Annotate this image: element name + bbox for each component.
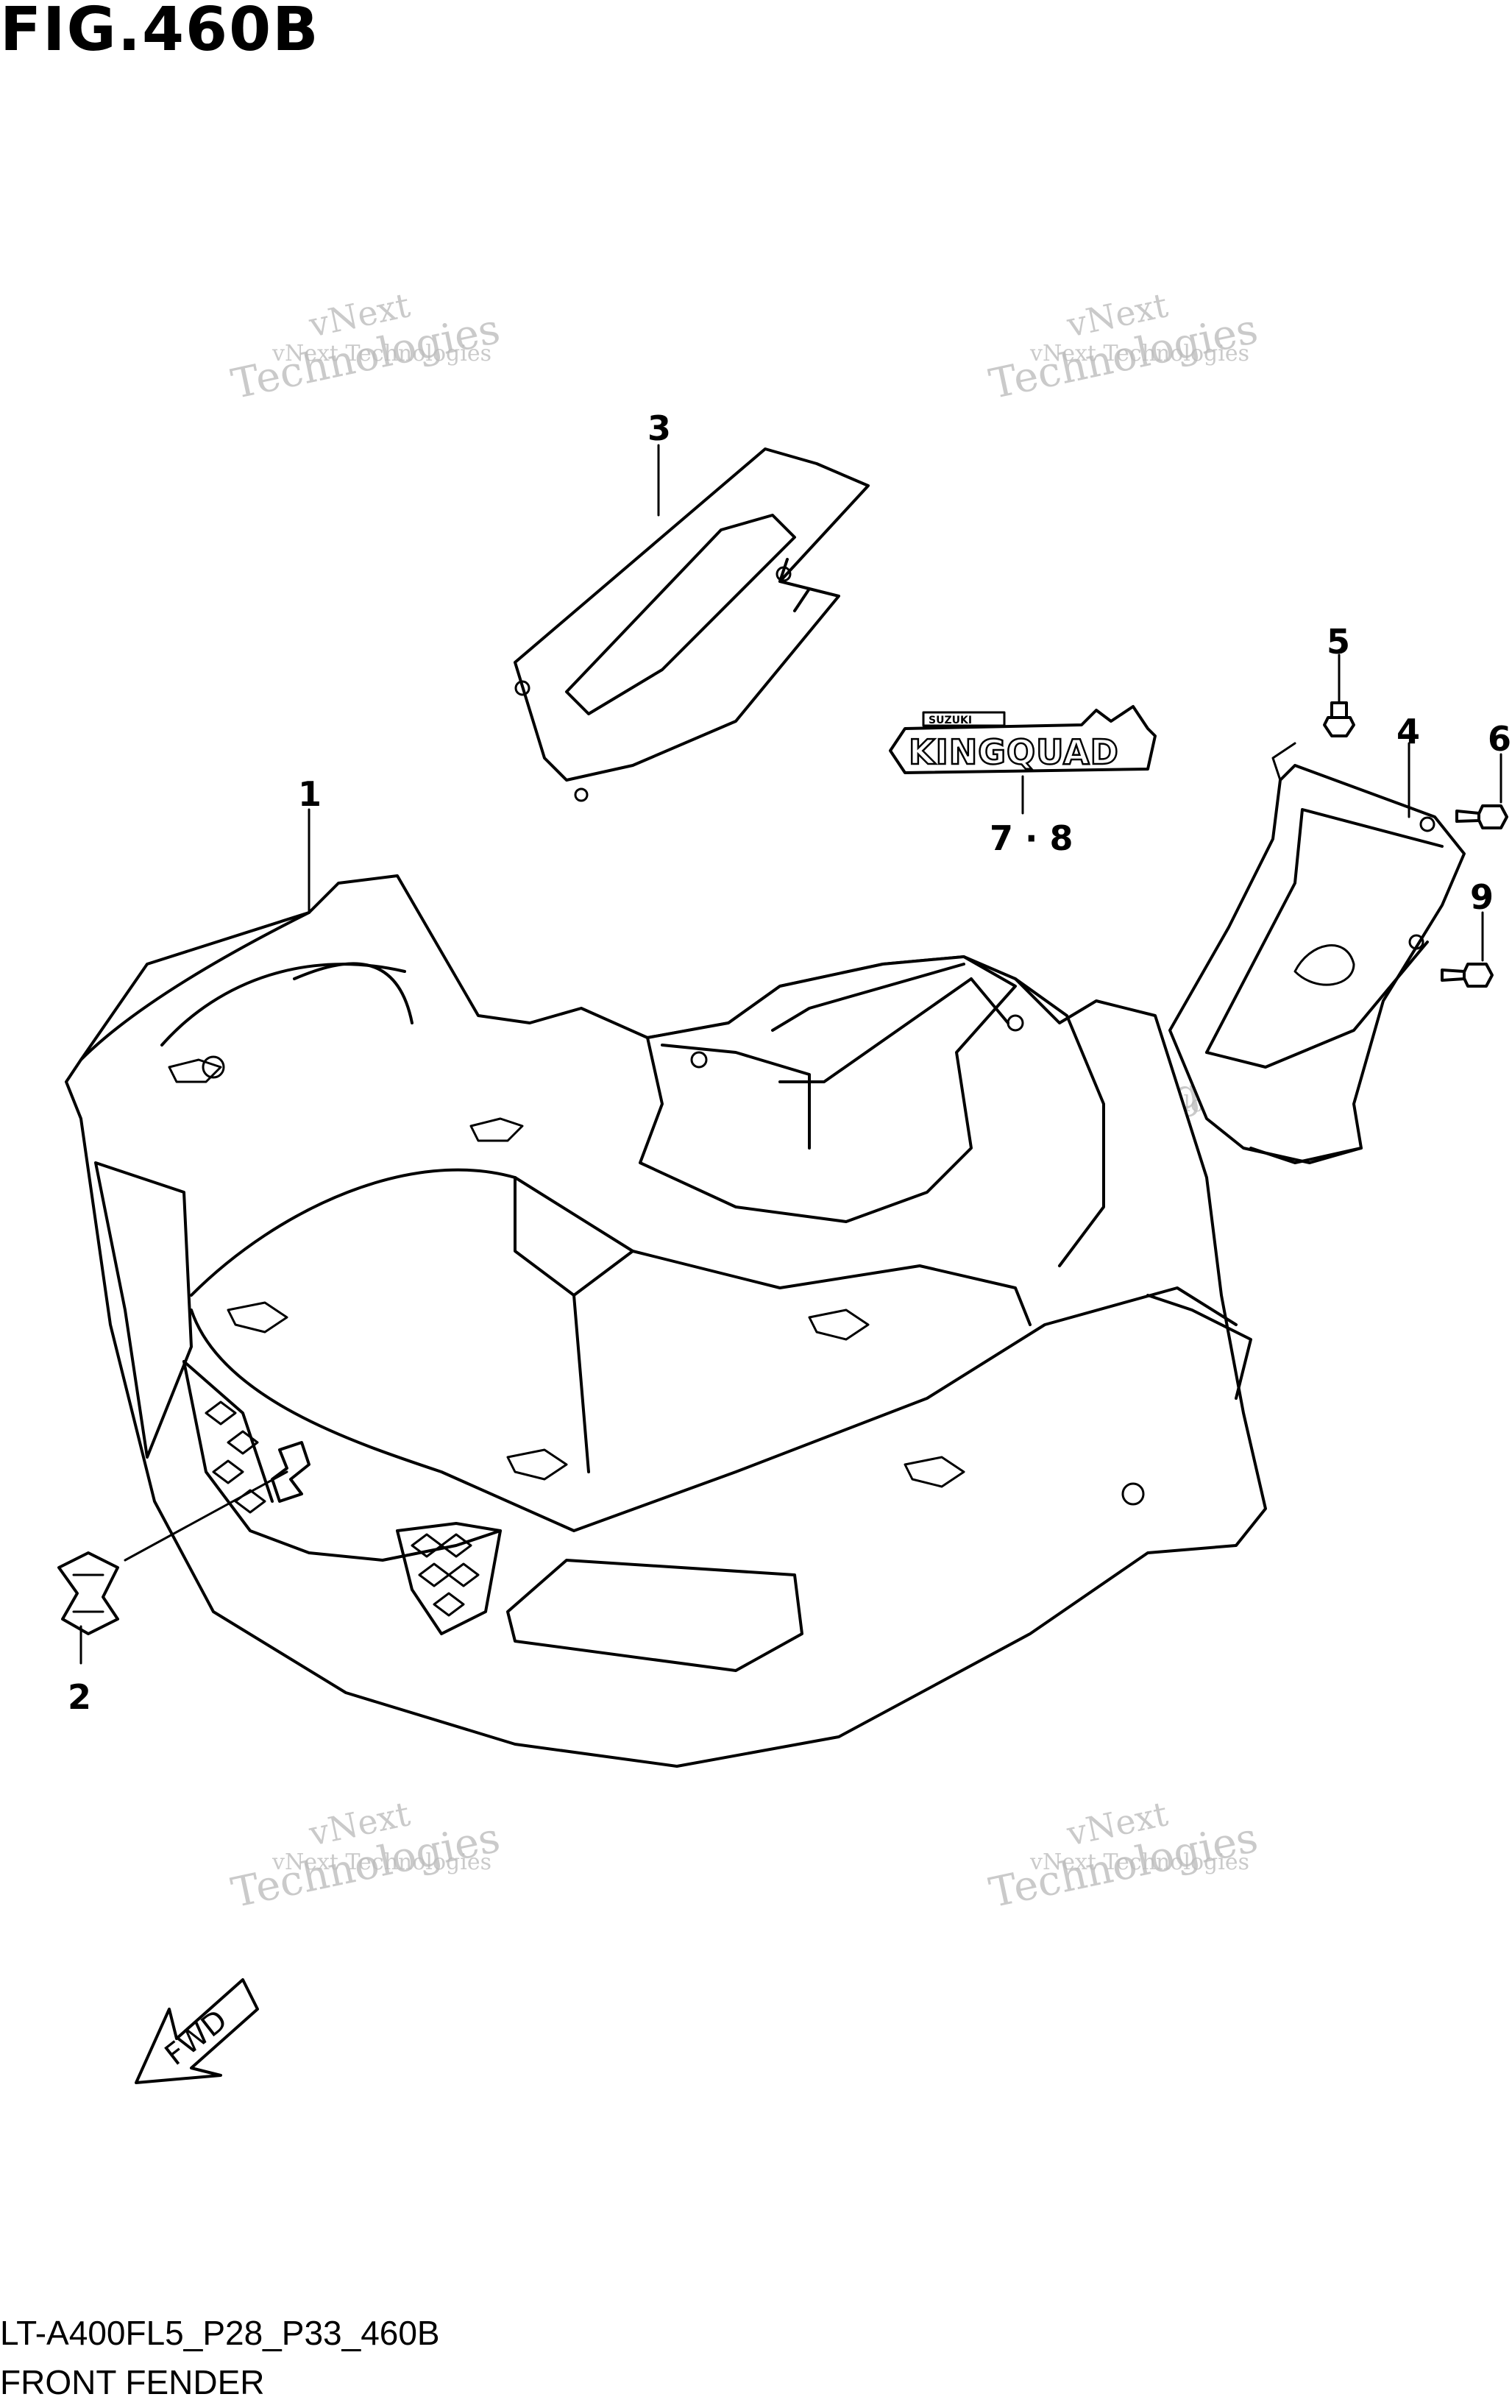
callout-1: 1 (298, 774, 322, 814)
callout-3: 3 (647, 408, 671, 448)
watermark-small-text: vNext Technologies (1029, 341, 1249, 366)
callout-labels: 1 2 3 4 5 6 7 · 8 9 (68, 408, 1511, 1717)
decal-brand-text: SUZUKI (929, 715, 972, 726)
part-6-screw (1455, 804, 1508, 829)
figure-caption: FRONT FENDER (0, 2363, 265, 2401)
watermark-top-left: vNext Technologies vNext Technologies (227, 285, 504, 408)
leader-lines (79, 444, 1502, 1665)
decal-name-text: KINGQUAD (909, 732, 1119, 772)
callout-9: 9 (1470, 877, 1494, 917)
watermark-bottom-left: vNext Technologies vNext Technologies (227, 1793, 504, 1917)
part-9-screw (1441, 963, 1494, 988)
watermark-small-text: vNext Technologies (271, 1849, 491, 1875)
part-2-emblem (57, 1441, 310, 1635)
model-code: LT-A400FL5_P28_P33_460B (0, 2314, 440, 2352)
part-3-cover (514, 447, 870, 802)
watermark-top-right: vNext Technologies vNext Technologies (985, 285, 1262, 408)
watermark-bottom-right: vNext Technologies vNext Technologies (985, 1793, 1262, 1917)
callout-7-8: 7 · 8 (990, 818, 1073, 858)
callout-5: 5 (1327, 622, 1350, 662)
watermark-small-text: vNext Technologies (271, 341, 491, 366)
figure-title: FIG.460B (0, 0, 320, 65)
part-1-front-fender (65, 874, 1267, 1768)
fwd-arrow: FWD (135, 1978, 259, 2084)
watermark-small-text: vNext Technologies (1029, 1849, 1249, 1875)
part-5-grommet (1323, 701, 1355, 737)
kingquad-decal: SUZUKI KINGQUAD (889, 705, 1157, 774)
callout-6: 6 (1488, 719, 1511, 759)
part-4-side-panel (1168, 742, 1466, 1164)
callout-2: 2 (68, 1677, 91, 1717)
callout-4: 4 (1396, 712, 1420, 751)
